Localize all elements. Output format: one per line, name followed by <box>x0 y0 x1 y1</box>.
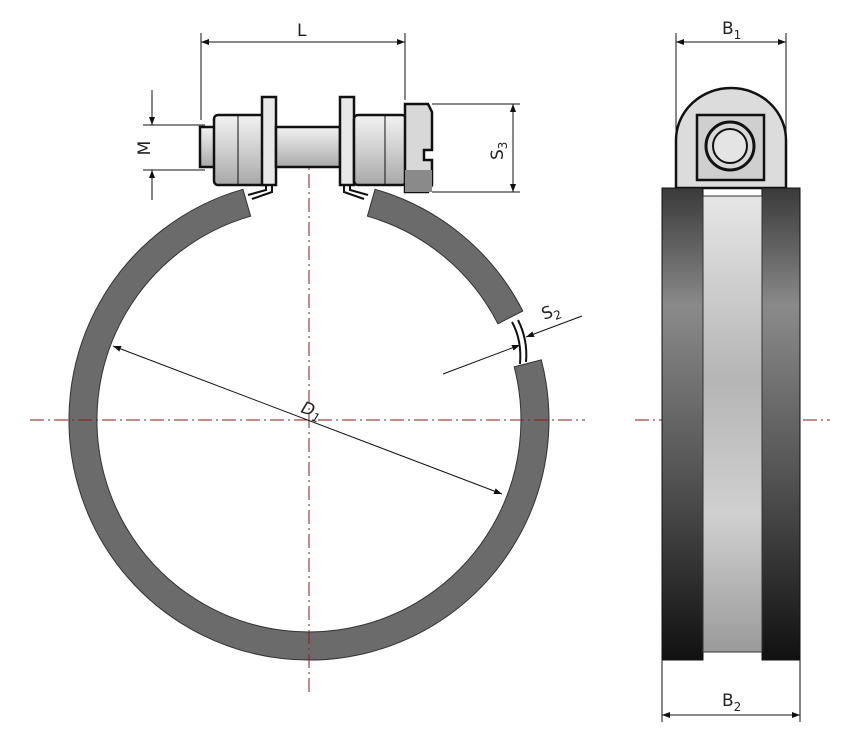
dim-label-B2: B2 <box>722 691 741 714</box>
clamp-band-front <box>68 188 550 661</box>
dim-label-L: L <box>297 21 307 41</box>
dim-label-M: M <box>135 141 155 156</box>
clamp-side-view <box>661 86 801 661</box>
bolt-assembly <box>198 95 434 200</box>
dim-label-S3-main: S <box>488 149 508 160</box>
dim-label-S2: S2 <box>539 300 564 327</box>
dim-label-B1-main: B <box>722 19 734 39</box>
dimensions <box>112 33 801 722</box>
dim-label-D1-sub: 1 <box>310 410 322 426</box>
dim-label-S2-sub: 2 <box>552 307 564 323</box>
dim-label-S3-sub: 3 <box>496 142 510 150</box>
dim-label-B1: B1 <box>722 19 741 42</box>
dim-label-B2-main: B <box>722 691 734 711</box>
dim-label-B2-sub: 2 <box>734 700 742 714</box>
dim-label-D1-main: D <box>298 398 317 421</box>
band-segment-main <box>68 188 550 661</box>
band-steel-strip <box>511 319 528 365</box>
dim-label-D1: D1 <box>298 398 325 426</box>
band-segment-upper-right <box>366 188 524 325</box>
dim-label-B1-sub: 1 <box>734 28 742 42</box>
dim-label-S3: S3 <box>488 142 510 160</box>
